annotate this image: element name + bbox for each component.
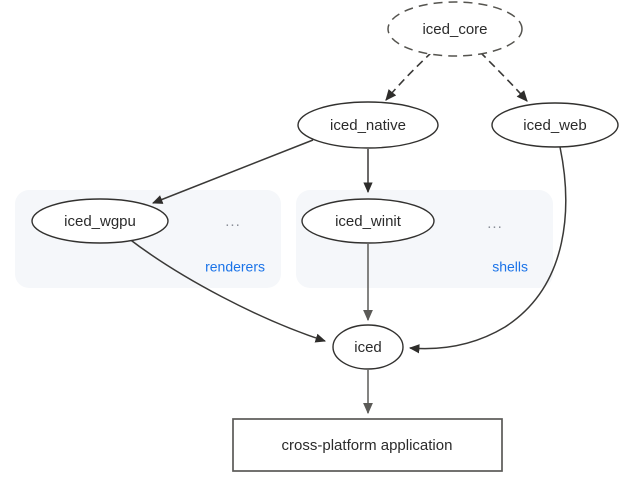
cluster-shells-label: shells (492, 259, 528, 275)
node-iced-winit[interactable]: iced_winit (301, 198, 435, 244)
node-iced-wgpu-label: iced_wgpu (64, 213, 136, 230)
node-iced-native-shape[interactable] (297, 101, 439, 149)
node-iced-winit-label: iced_winit (335, 213, 402, 230)
renderers-more-icon: ... (225, 213, 241, 230)
node-cross-platform-application[interactable]: cross-platform application (232, 418, 503, 472)
node-iced-native-label: iced_native (330, 117, 406, 134)
edge-core-to-native (385, 51, 433, 101)
node-iced-core-shape[interactable] (387, 1, 523, 57)
node-iced-shape[interactable] (332, 324, 404, 370)
cluster-renderers-label: renderers (205, 259, 265, 275)
node-iced-winit-shape[interactable] (301, 198, 435, 244)
edge-core-to-web (479, 51, 528, 102)
edge-wgpu-to-iced (127, 237, 326, 343)
node-iced-label: iced (354, 339, 382, 356)
node-iced-native[interactable]: iced_native (297, 101, 439, 149)
application-box-label: cross-platform application (282, 437, 453, 454)
edge-native-to-wgpu (152, 139, 314, 204)
node-iced-core-label: iced_core (422, 21, 487, 38)
node-iced-wgpu[interactable]: iced_wgpu (31, 198, 169, 244)
node-iced-web-label: iced_web (523, 117, 586, 134)
node-iced-core[interactable]: iced_core (387, 1, 523, 57)
application-box-shape[interactable] (232, 418, 503, 472)
node-iced-web-shape[interactable] (491, 102, 619, 148)
node-iced-wgpu-shape[interactable] (31, 198, 169, 244)
shells-more-icon: ... (487, 215, 503, 232)
edge-web-to-iced (408, 146, 567, 354)
node-iced[interactable]: iced (332, 324, 404, 370)
node-iced-web[interactable]: iced_web (491, 102, 619, 148)
